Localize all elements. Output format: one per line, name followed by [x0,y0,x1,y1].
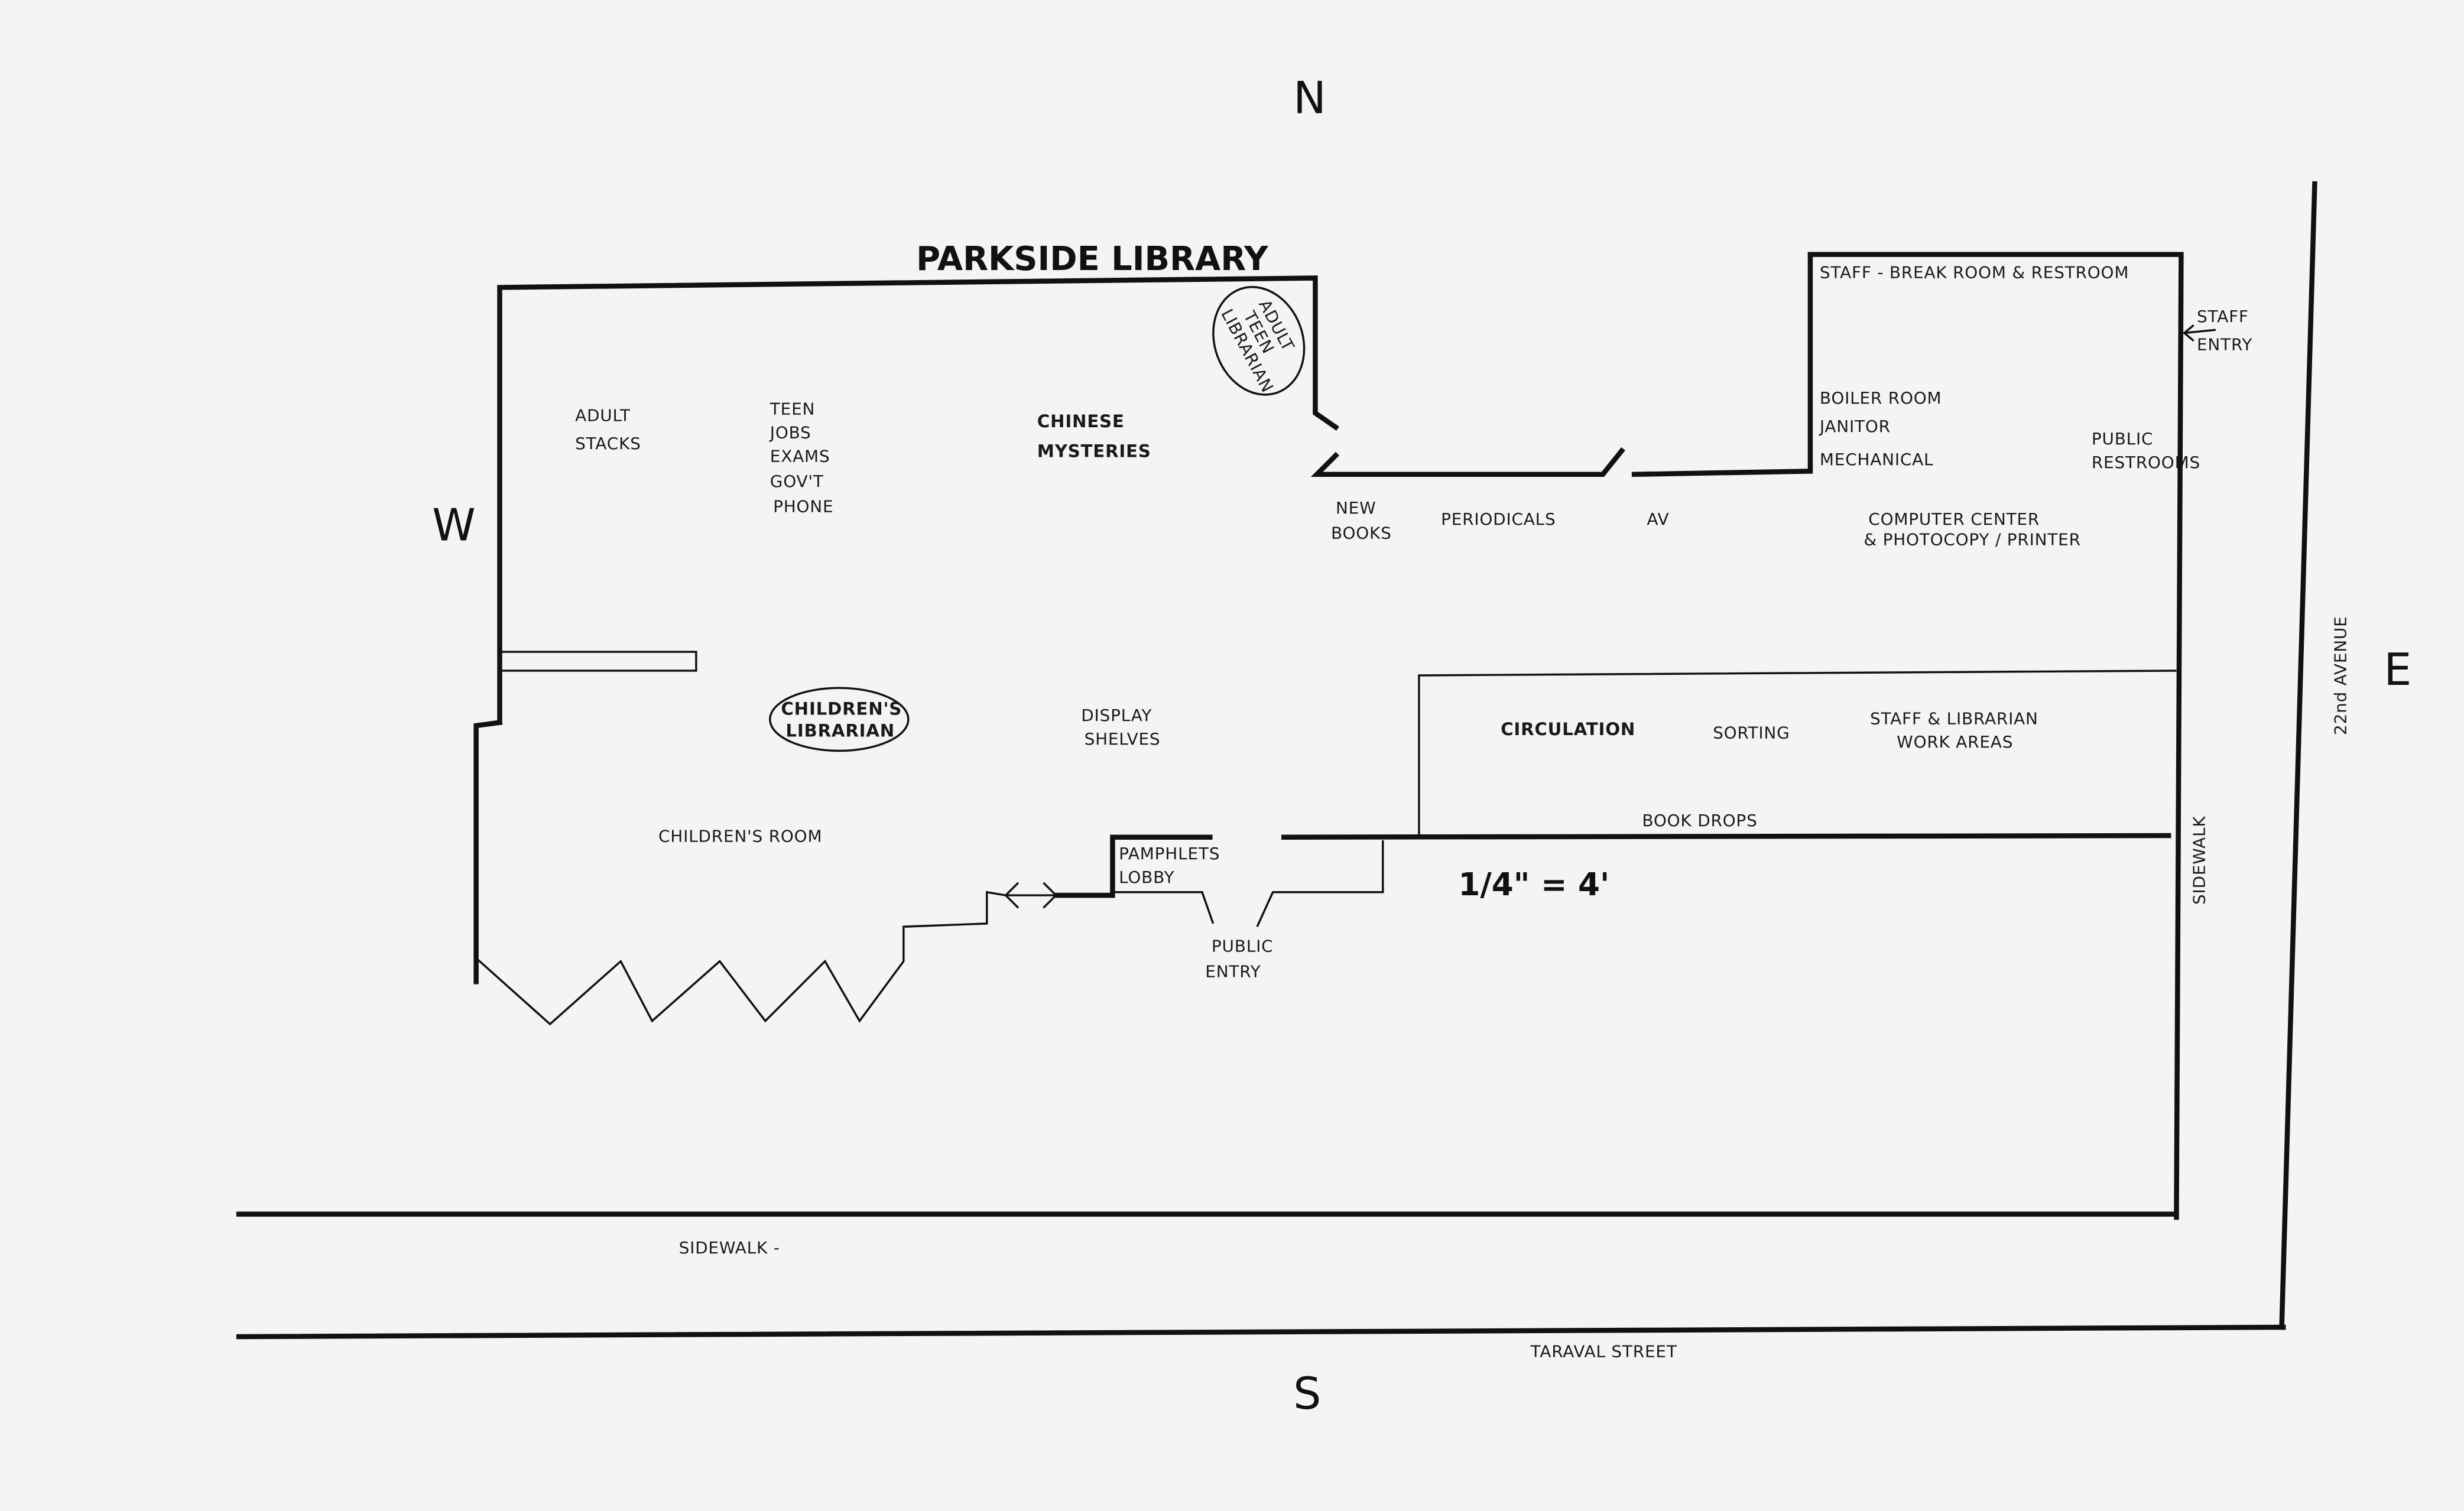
label-lobby: LOBBY [1119,867,1174,887]
label-boiler-room: BOILER ROOM [1820,388,1942,408]
label-staff-entry-2: ENTRY [2197,335,2252,355]
label-staff-break-room: STAFF - BREAK ROOM & RESTROOM [1820,262,2129,282]
label-mechanical: MECHANICAL [1820,450,1934,469]
label-av: AV [1647,509,1669,529]
label-staff-work-1: STAFF & LIBRARIAN [1870,709,2038,728]
label-adult-stacks-1: ADULT [575,405,631,425]
label-teen: TEEN [770,399,815,419]
label-childrens-room: CHILDREN'S ROOM [658,827,822,846]
label-circulation: CIRCULATION [1501,719,1635,739]
compass-west: W [432,499,476,551]
label-taraval-street: TARAVAL STREET [1530,1342,1677,1361]
label-books: BOOKS [1331,524,1392,543]
label-sorting: SORTING [1713,723,1790,742]
label-public-restrooms-2: RESTROOMS [2092,453,2200,472]
west-wall [473,719,503,984]
label-phone: PHONE [773,497,833,516]
label-staff-work-2: WORK AREAS [1897,732,2013,752]
label-book-drops: BOOK DROPS [1642,811,1757,830]
wall-shelf [498,651,697,672]
label-chinese: CHINESE [1037,411,1125,431]
childrens-librarian-oval [769,687,910,752]
pamphlets-lobby-wall [1053,834,1213,898]
label-staff-entry-1: STAFF [2197,307,2249,326]
north-west-wall [497,275,1339,725]
zigzag-windows [475,891,1006,1026]
label-periodicals: PERIODICALS [1441,509,1556,529]
street-line [236,1324,2286,1340]
label-mysteries: MYSTERIES [1037,441,1151,461]
label-public-restrooms-1: PUBLIC [2092,429,2153,449]
room-labels: ADULT STACKS TEEN JOBS EXAMS GOV'T PHONE… [575,262,2252,981]
label-shelves: SHELVES [1085,729,1161,749]
avenue-line [2279,181,2317,1330]
adult-teen-librarian-oval [1212,286,1306,396]
street-labels: SIDEWALK - TARAVAL STREET SIDEWALK 22nd … [679,616,2351,1361]
label-sidewalk-east: SIDEWALK [2189,816,2209,905]
staff-entry-arrow-icon [2183,324,2216,342]
walls [236,181,2317,1340]
label-govt: GOV'T [770,472,824,491]
new-books-wall [1310,447,1625,477]
scale-label: 1/4" = 4' [1458,866,1609,903]
plan-title: PARKSIDE LIBRARY [916,240,1268,278]
label-computer-center-2: & PHOTOCOPY / PRINTER [1864,529,2080,549]
east-wing-wall [1631,252,2184,1220]
label-adult-stacks-2: STACKS [575,434,641,453]
lobby-door [1112,891,1215,924]
label-childrens-librarian-1: CHILDREN'S [781,698,902,719]
compass-south: S [1293,1368,1321,1419]
entry-door [1256,840,1384,927]
label-pamphlets: PAMPHLETS [1119,844,1220,863]
south-wall [1281,833,2171,840]
circulation-box [1418,670,2177,837]
label-computer-center-1: COMPUTER CENTER [1868,509,2040,529]
label-childrens-librarian-2: LIBRARIAN [785,721,895,741]
label-22nd-avenue: 22nd AVENUE [2331,616,2351,735]
label-display: DISPLAY [1081,706,1152,725]
compass-east: E [2384,644,2411,696]
label-public-entry-2: ENTRY [1205,961,1261,981]
label-public-entry-1: PUBLIC [1212,937,1273,956]
label-new: NEW [1336,498,1377,518]
label-sidewalk-south: SIDEWALK - [679,1238,780,1257]
label-jobs: JOBS [769,423,811,443]
label-janitor: JANITOR [1819,417,1891,436]
door-arrow [1004,882,1058,909]
label-exams: EXAMS [770,446,830,466]
compass-north: N [1293,72,1326,124]
